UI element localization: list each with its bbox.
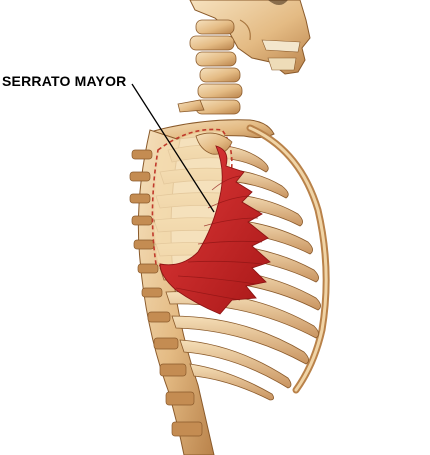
serratus-muscle: [159, 145, 271, 315]
cervical-spine: [177, 19, 243, 115]
leader-line: [131, 83, 215, 213]
muscle-label: SERRATO MAYOR: [2, 73, 127, 89]
